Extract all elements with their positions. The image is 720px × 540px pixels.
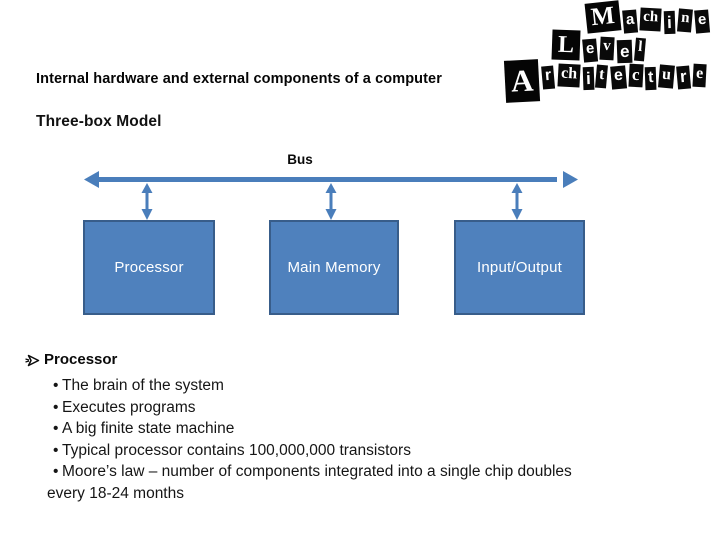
logo-tile: ch: [557, 63, 581, 88]
logo-tile: l: [634, 37, 647, 61]
list-item-text: Typical processor contains 100,000,000 t…: [62, 441, 411, 459]
list-item-text: A big finite state machine: [62, 420, 235, 438]
list-item-text: Executes programs: [62, 398, 196, 416]
logo-tile: ch: [639, 7, 662, 32]
list-item: • Executes programs: [47, 397, 685, 419]
logo-tile: t: [644, 66, 657, 90]
main-memory-box-label: Main Memory: [287, 259, 381, 276]
bus-line: [97, 177, 557, 182]
bullet-list: • The brain of the system • Executes pro…: [47, 375, 685, 505]
logo-tile: n: [676, 8, 693, 33]
bullet-dot: •: [53, 463, 59, 481]
logo-big-letter-m: M: [584, 0, 622, 34]
list-item-text: Moore’s law – number of components integ…: [62, 463, 572, 481]
list-item: • Typical processor contains 100,000,000…: [47, 440, 685, 462]
logo-row-level: L e v e l: [551, 29, 647, 63]
bullet-dot: •: [53, 377, 59, 394]
logo-tile: t: [595, 64, 609, 88]
logo-tile: u: [658, 64, 676, 89]
slide-subtitle: Three-box Model: [36, 113, 162, 130]
bullet-dot: •: [53, 420, 59, 438]
logo-tile: e: [694, 9, 711, 34]
bus-label: Bus: [287, 152, 313, 167]
logo-tile: i: [663, 10, 676, 34]
bus-arrowhead-right: [563, 171, 578, 188]
input-output-box: Input/Output: [454, 220, 585, 315]
logo-row-architecture: A r ch i t e c t u r e: [503, 59, 707, 103]
main-memory-box: Main Memory: [269, 220, 399, 315]
logo-tile: r: [676, 65, 692, 90]
bus-arrowhead-left: [84, 171, 99, 188]
logo-tile: i: [582, 66, 594, 90]
input-output-box-label: Input/Output: [477, 259, 562, 276]
logo-tile: c: [628, 63, 643, 87]
arrowhead-bullet-icon: [25, 354, 40, 366]
slide-title: Internal hardware and external component…: [36, 71, 442, 87]
list-item: • Moore’s law – number of components int…: [47, 461, 685, 483]
processor-box: Processor: [83, 220, 215, 315]
logo-row-machine: M a ch i n e: [584, 0, 711, 34]
logo-tile: r: [541, 65, 556, 90]
logo-big-letter-a: A: [503, 59, 541, 103]
list-item-text: The brain of the system: [62, 377, 224, 394]
logo-big-letter-l: L: [551, 29, 581, 61]
logo-tile: e: [692, 63, 707, 87]
processor-box-label: Processor: [114, 259, 184, 276]
bullet-heading-row: Processor: [25, 351, 685, 368]
list-item: • A big finite state machine: [47, 418, 685, 440]
bullet-dot: •: [53, 441, 59, 459]
logo-tile: e: [582, 38, 599, 63]
bullet-section: Processor • The brain of the system • Ex…: [25, 351, 685, 505]
logo-tile: v: [599, 36, 615, 60]
bullet-heading-label: Processor: [44, 351, 118, 368]
bullet-dot: •: [53, 398, 59, 416]
list-item-continuation: every 18-24 months: [47, 484, 184, 502]
logo-tile: e: [609, 65, 627, 90]
list-item: • The brain of the system: [47, 375, 685, 397]
